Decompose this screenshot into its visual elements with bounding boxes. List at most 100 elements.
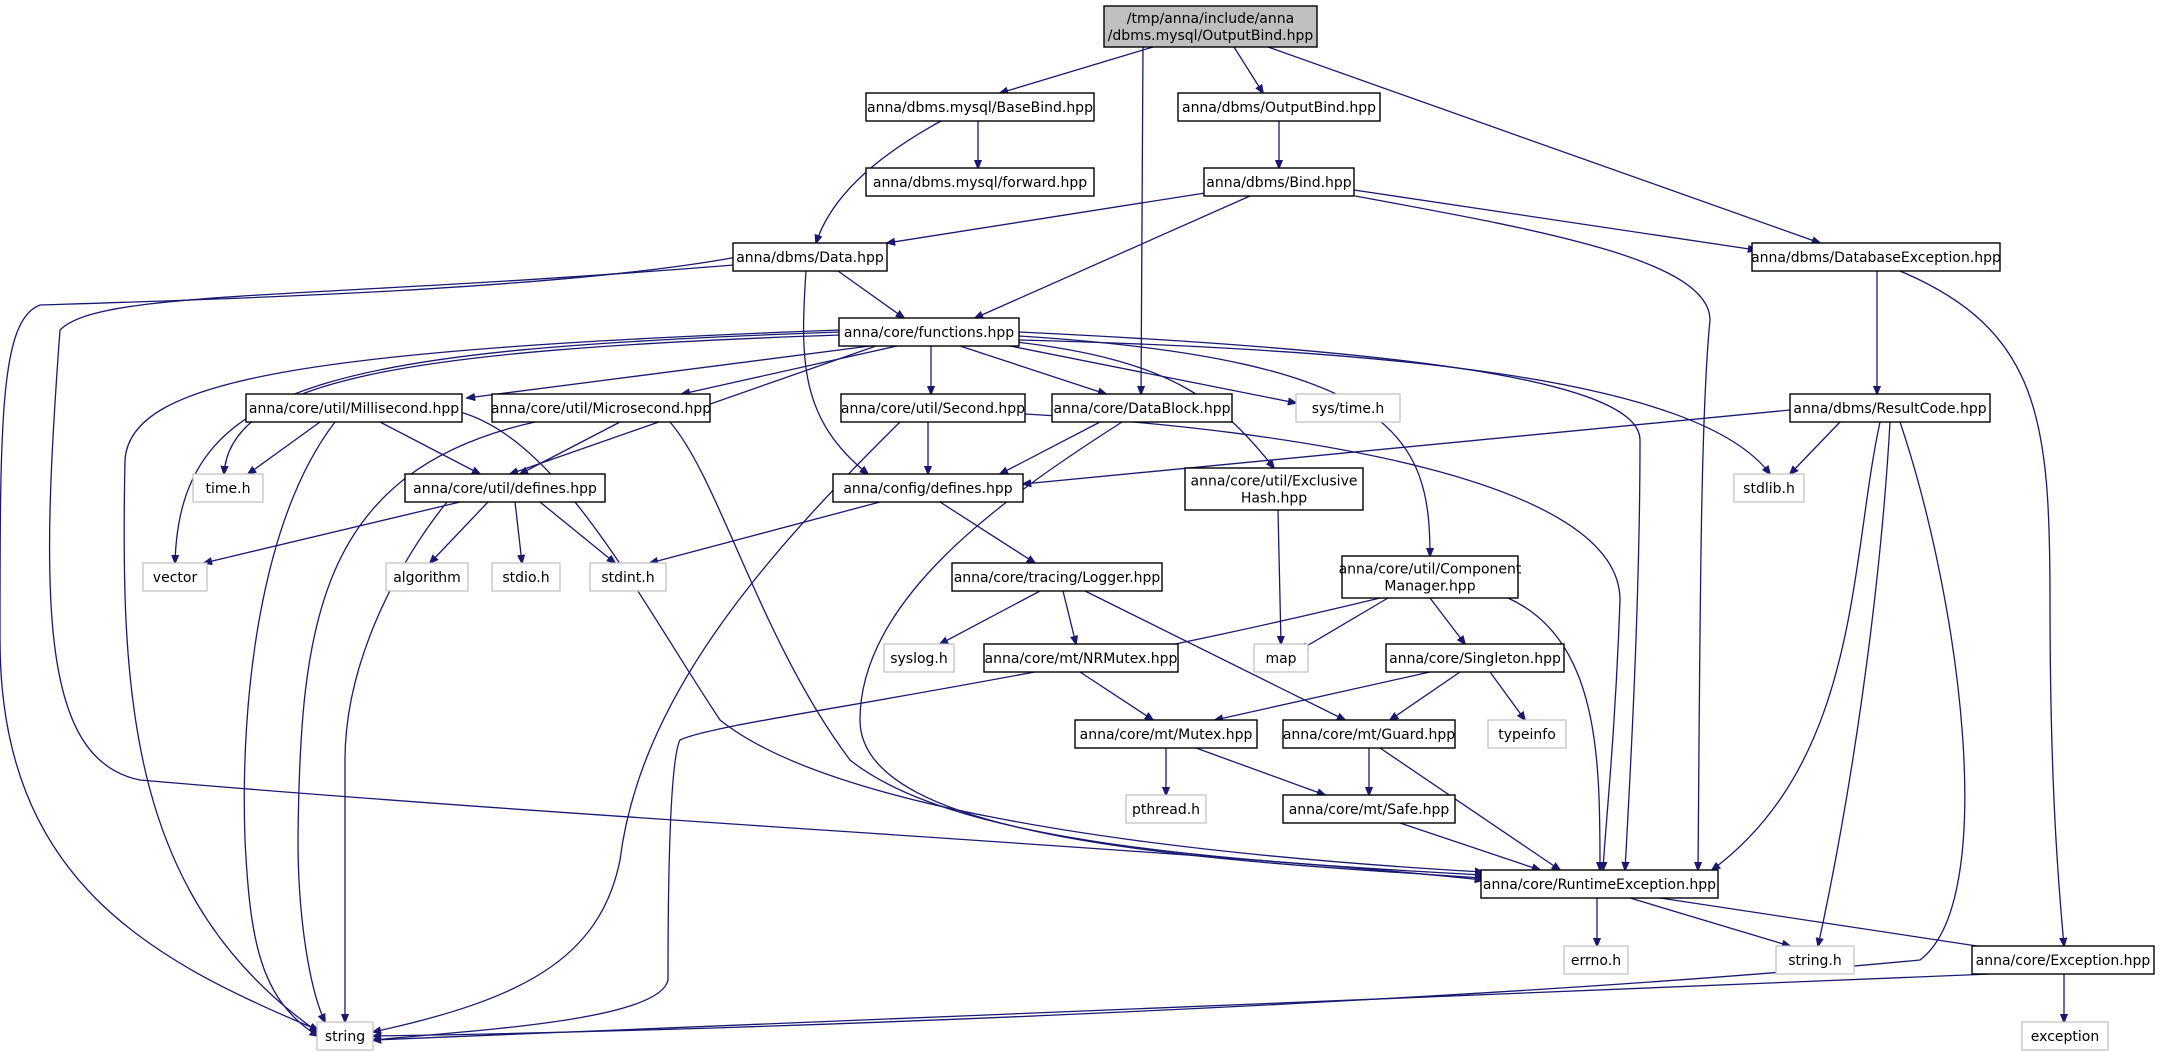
node-nrmutex[interactable]: anna/core/mt/NRMutex.hpp (983, 643, 1179, 673)
edge-functions-to-systime (1009, 345, 1296, 403)
edge-resultcode-to-rtexc (1712, 421, 1881, 870)
edge-resultcode-to-string (373, 421, 1966, 1036)
node-rtexc[interactable]: anna/core/RuntimeException.hpp (1480, 869, 1719, 899)
edge-exhash-to-map (1278, 509, 1281, 644)
edge-logger-to-nrmutex (1062, 590, 1076, 644)
node-resultcode[interactable]: anna/dbms/ResultCode.hpp (1789, 393, 1991, 423)
node-label: anna/core/util/defines.hpp (413, 481, 597, 497)
edge-milli-to-string (243, 421, 336, 1036)
node-box (1253, 643, 1309, 673)
node-basebind[interactable]: anna/dbms.mysql/BaseBind.hpp (865, 92, 1095, 122)
edge-bind-to-functions (975, 195, 1251, 318)
edge-data-to-rtexc (48, 264, 1483, 880)
node-box (838, 317, 1020, 347)
node-label: /dbms.mysql/OutputBind.hpp (1108, 28, 1314, 44)
node-label: /tmp/anna/include/anna (1127, 11, 1294, 27)
edge-resultcode-to-stdlib (1790, 421, 1841, 474)
node-singleton[interactable]: anna/core/Singleton.hpp (1385, 643, 1565, 673)
node-guard[interactable]: anna/core/mt/Guard.hpp (1282, 719, 1456, 749)
edge-functions-to-rtexc (1018, 331, 1641, 870)
edge-resultcode-to-cfgdefines (1023, 409, 1791, 484)
node-box (316, 1021, 374, 1051)
node-logger[interactable]: anna/core/tracing/Logger.hpp (951, 562, 1163, 592)
node-utildefines[interactable]: anna/core/util/defines.hpp (404, 473, 606, 503)
node-safe[interactable]: anna/core/mt/Safe.hpp (1282, 794, 1456, 824)
node-stringh: string.h (1775, 945, 1855, 975)
node-label: anna/core/mt/Guard.hpp (1283, 727, 1455, 743)
node-box (1971, 945, 2155, 975)
node-box (1177, 92, 1381, 122)
node-map: map (1253, 643, 1309, 673)
node-functions[interactable]: anna/core/functions.hpp (838, 317, 1020, 347)
edge-guard-to-rtexc (1379, 747, 1560, 870)
node-box (2021, 1021, 2109, 1051)
nodes-layer: /tmp/anna/include/anna/dbms.mysql/Output… (142, 5, 2155, 1051)
node-label: anna/core/mt/Mutex.hpp (1080, 727, 1253, 743)
edge-resultcode-to-stringh (1818, 421, 1891, 946)
node-label: anna/core/mt/Safe.hpp (1289, 802, 1450, 818)
node-label: anna/core/mt/NRMutex.hpp (985, 651, 1178, 667)
node-box (142, 562, 208, 592)
node-dbexc[interactable]: anna/dbms/DatabaseException.hpp (1751, 242, 2001, 272)
node-label: vector (153, 570, 198, 586)
node-label: pthread.h (1132, 802, 1200, 818)
node-timeh: time.h (192, 473, 264, 503)
node-data[interactable]: anna/dbms/Data.hpp (732, 242, 888, 272)
node-label: anna/dbms.mysql/BaseBind.hpp (867, 100, 1093, 116)
node-label: time.h (206, 481, 251, 497)
node-outputbind[interactable]: anna/dbms/OutputBind.hpp (1177, 92, 1381, 122)
node-label: string.h (1788, 953, 1842, 969)
node-label: anna/core/util/Exclusive (1191, 474, 1358, 490)
node-box (1751, 242, 2001, 272)
node-label: anna/core/DataBlock.hpp (1053, 401, 1230, 417)
node-label: anna/dbms.mysql/forward.hpp (873, 175, 1087, 191)
node-box (732, 242, 888, 272)
node-stdlib: stdlib.h (1733, 473, 1805, 503)
node-cfgdefines[interactable]: anna/config/defines.hpp (832, 473, 1024, 503)
node-forward[interactable]: anna/dbms.mysql/forward.hpp (865, 167, 1095, 197)
node-label: map (1265, 651, 1296, 667)
edge-singleton-to-typeinfo (1489, 671, 1525, 720)
node-systime: sys/time.h (1295, 393, 1401, 423)
node-label: anna/dbms/DatabaseException.hpp (1751, 250, 2001, 266)
node-label: anna/core/functions.hpp (844, 325, 1014, 341)
node-box (1203, 167, 1355, 197)
edge-rtexc-to-exception_hpp (1659, 897, 2010, 951)
edge-data-to-string (0, 256, 738, 1030)
edge-singleton-to-guard (1390, 671, 1461, 720)
node-exception_hpp[interactable]: anna/core/Exception.hpp (1971, 945, 2155, 975)
node-box (404, 473, 606, 503)
node-label: anna/core/Singleton.hpp (1389, 651, 1561, 667)
node-box (491, 393, 711, 423)
edge-compmgr-to-string (373, 597, 1381, 1040)
edge-exception_hpp-to-string (373, 973, 1991, 1040)
node-box (589, 562, 667, 592)
node-label: stdio.h (502, 570, 549, 586)
edge-bind-to-data (887, 192, 1206, 243)
node-label: anna/core/util/Millisecond.hpp (249, 401, 459, 417)
node-micro[interactable]: anna/core/util/Microsecond.hpp (491, 393, 711, 423)
edge-root-to-datablock (1141, 46, 1143, 394)
node-bind[interactable]: anna/dbms/Bind.hpp (1203, 167, 1355, 197)
edge-functions-to-micro (682, 345, 898, 394)
edge-functions-to-milli (467, 345, 871, 398)
edge-bind-to-rtexc (1354, 195, 1711, 870)
edge-rtexc-to-stringh (1629, 897, 1790, 946)
edge-compmgr-to-map (1300, 597, 1389, 650)
node-box (1733, 473, 1805, 503)
edge-milli-to-timeh (248, 421, 321, 474)
node-datablock[interactable]: anna/core/DataBlock.hpp (1051, 393, 1233, 423)
node-box (865, 92, 1095, 122)
node-mutex[interactable]: anna/core/mt/Mutex.hpp (1074, 719, 1258, 749)
edge-mutex-to-safe (1195, 747, 1325, 795)
node-second[interactable]: anna/core/util/Second.hpp (840, 393, 1026, 423)
edge-nrmutex-to-mutex (1079, 671, 1153, 720)
node-label: Hash.hpp (1241, 491, 1307, 507)
node-milli[interactable]: anna/core/util/Millisecond.hpp (245, 393, 463, 423)
node-box (1775, 945, 1855, 975)
node-box (192, 473, 264, 503)
edge-milli-to-utildefines (379, 421, 480, 474)
node-box (865, 167, 1095, 197)
